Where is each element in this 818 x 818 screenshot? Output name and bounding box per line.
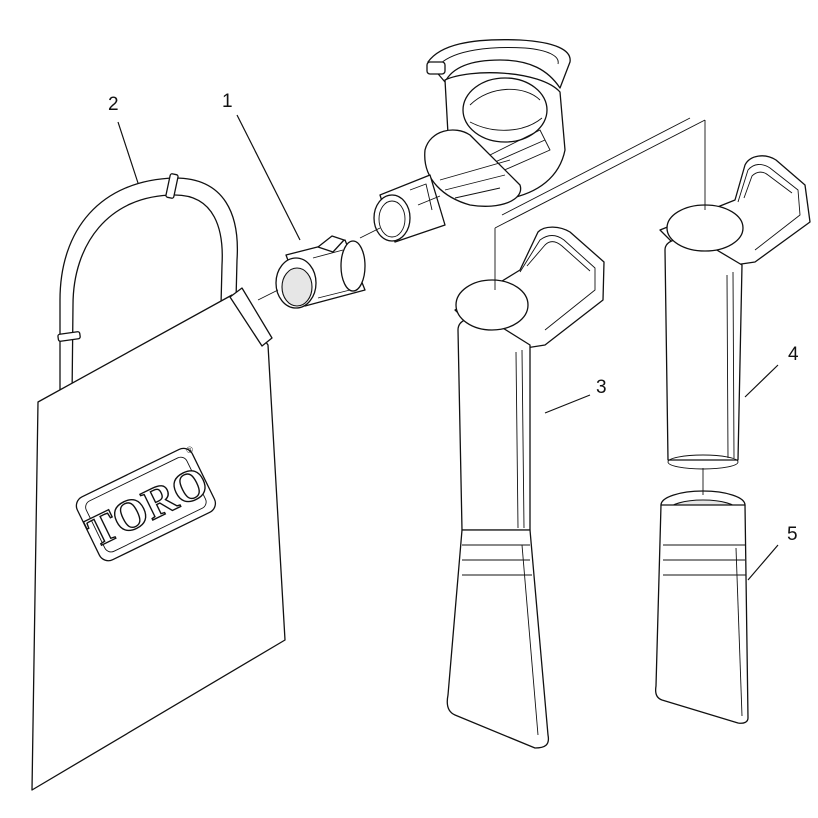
strap-clip: [165, 173, 179, 199]
leader-4: [744, 364, 779, 398]
long-tube-inlet: [455, 279, 529, 331]
strap-loop: [57, 331, 81, 342]
leader-2: [117, 121, 139, 184]
assembly-lines: [257, 117, 706, 495]
callout-4: 4: [788, 344, 799, 365]
adapter-opening: [281, 267, 313, 307]
callout-2: 2: [108, 94, 119, 115]
upper-tube-inlet: [666, 204, 744, 252]
adapter-latch: [317, 235, 345, 253]
leader-lines: [117, 114, 779, 581]
callout-labels: 1 2 3 4 5: [108, 91, 799, 545]
blower-handle: [427, 39, 571, 89]
leader-3: [544, 394, 591, 414]
logo-outer: [75, 447, 217, 562]
lower-nozzle-body: [655, 504, 749, 724]
bag-body: [31, 294, 286, 791]
long-tube: [446, 226, 605, 749]
handle-clip: [426, 61, 446, 75]
adapter-back-rim: [340, 240, 366, 292]
lower-nozzle: [655, 490, 749, 724]
upper-tube-body: [664, 237, 743, 461]
blower-housing: [373, 39, 571, 243]
long-tube-nozzle: [446, 529, 550, 749]
callout-5: 5: [787, 524, 798, 545]
callout-1: 1: [222, 91, 233, 112]
leader-1: [236, 114, 301, 241]
long-tube-body: [457, 317, 531, 531]
upper-tube: [659, 155, 811, 470]
leader-5: [747, 544, 779, 581]
blower-lower-housing: [424, 129, 522, 207]
collection-bag: TORO ®: [31, 173, 286, 791]
callout-3: 3: [596, 377, 607, 398]
logo-inner: [85, 456, 207, 553]
blower-fan-cover: [462, 77, 548, 143]
bag-adapter: [275, 235, 366, 309]
bag-collar: [229, 287, 273, 347]
logo-registered-mark: ®: [184, 444, 195, 456]
